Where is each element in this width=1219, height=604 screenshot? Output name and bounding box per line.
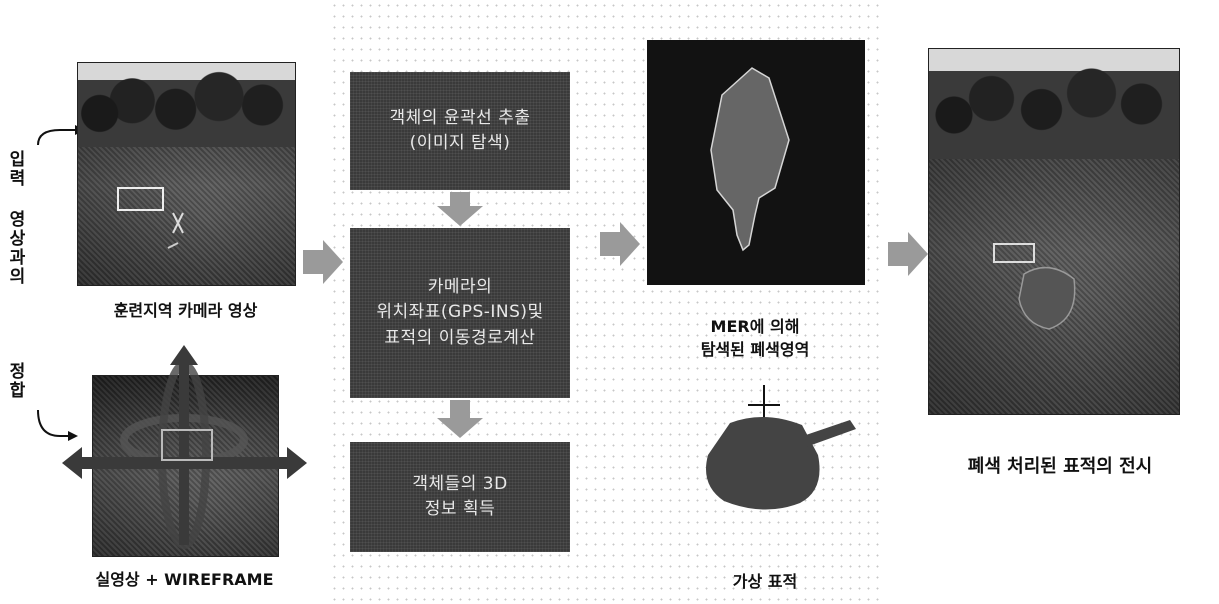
process-box-3d-info: 객체들의 3D 정보 획득 [350,442,570,552]
occlusion-region-image [647,40,865,285]
down-arrow-1 [437,192,483,226]
occluded-target-display-image [928,48,1180,415]
process-box-contour-extraction: 객체의 윤곽선 추출 (이미지 탐색) [350,72,570,190]
final-display-caption: 폐색 처리된 표적의 전시 [967,456,1153,477]
virtual-target-icon [706,385,856,510]
vertical-label-registration: 정합 [5,362,25,400]
down-arrow-2 [437,400,483,438]
flow-arrow-2 [600,222,640,266]
wireframe-caption: 실영상 + WIREFRAME [95,570,274,589]
virtual-target-caption: 가상 표적 [732,572,798,591]
flow-arrow-1 [303,240,343,284]
training-camera-caption: 훈련지역 카메라 영상 [113,301,258,320]
training-camera-image [77,62,296,286]
vertical-label-input-registration: 입력 영상과의 [5,150,25,286]
process-box-position-calc: 카메라의 위치좌표(GPS-INS)및 표적의 이동경로계산 [350,228,570,398]
wireframe-image [62,345,307,557]
flow-arrow-3 [888,232,928,276]
occlusion-caption: MER에 의해 탐색된 폐색영역 [700,317,810,360]
